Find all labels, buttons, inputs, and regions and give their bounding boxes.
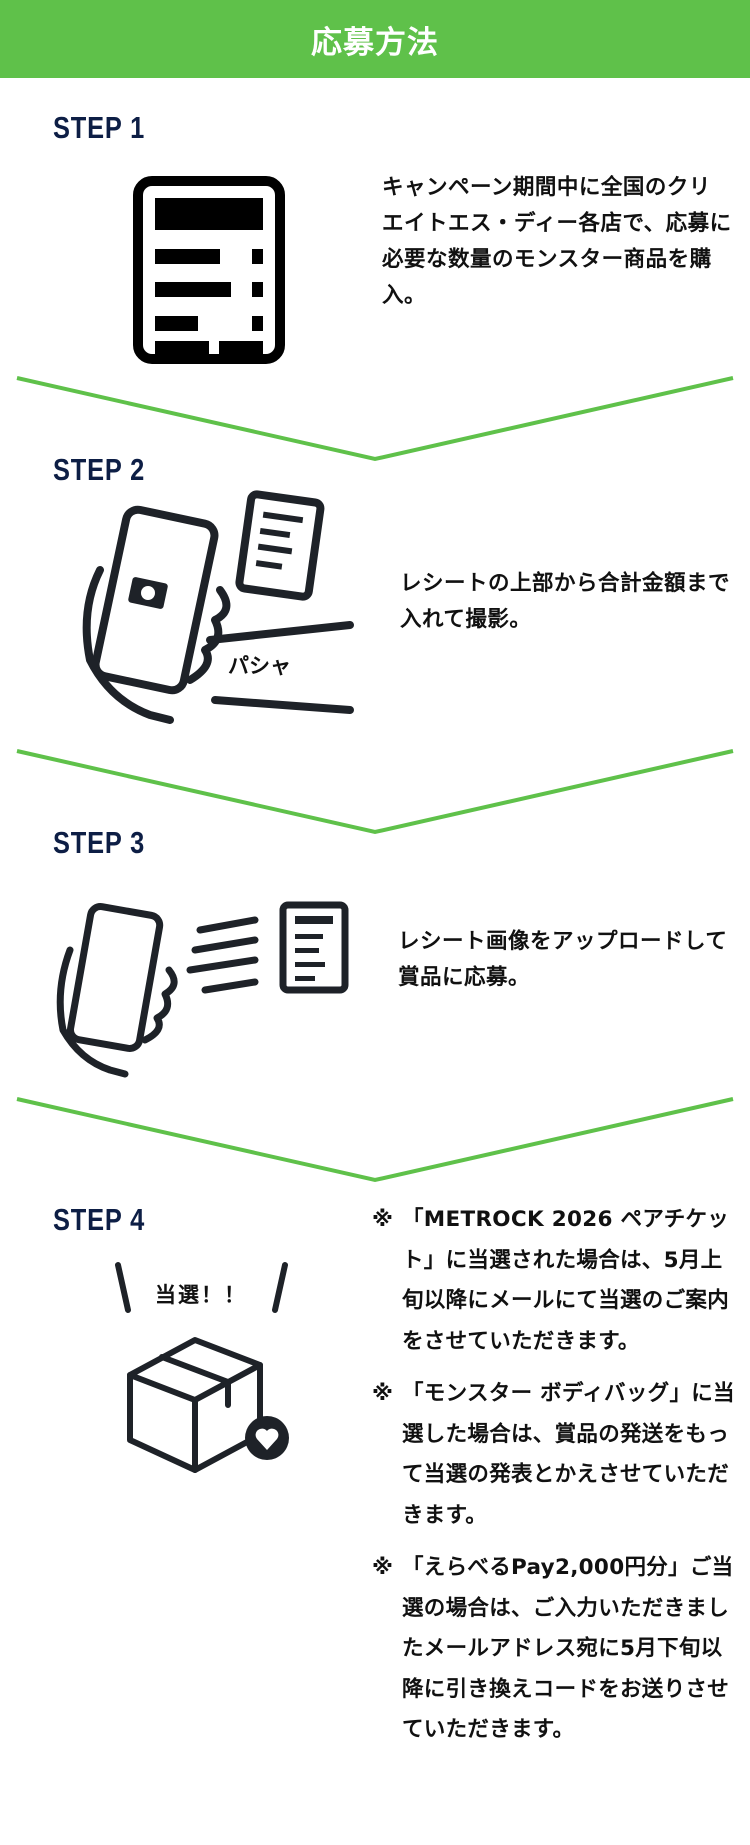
note-mark: ※	[372, 1207, 394, 1232]
note-mark: ※	[372, 1555, 394, 1580]
section-header: 応募方法	[0, 0, 750, 78]
step-divider-chevron	[16, 376, 734, 462]
section-title: 応募方法	[311, 24, 439, 61]
note-item: ※ 「モンスター ボディバッグ」に当選した場合は、賞品の発送をもって当選の発表と…	[372, 1374, 744, 1536]
note-text: 「METROCK 2026 ペアチケット」に当選された場合は、5月上旬以降にメー…	[402, 1207, 730, 1354]
step-divider-chevron	[16, 1097, 734, 1183]
receipt-icon	[133, 176, 285, 364]
step-1-text: キャンペーン期間中に全国のクリエイトエス・ディー各店で、応募に必要な数量のモンス…	[382, 175, 732, 308]
note-item: ※ 「METROCK 2026 ペアチケット」に当選された場合は、5月上旬以降に…	[372, 1200, 744, 1362]
note-text: 「えらべるPay2,000円分」ご当選の場合は、ご入力いただきましたメールアドレ…	[402, 1555, 734, 1742]
note-text: 「モンスター ボディバッグ」に当選した場合は、賞品の発送をもって当選の発表とかえ…	[402, 1381, 735, 1528]
step-1-label: STEP 1	[53, 110, 146, 145]
camera-sound-text: パシャ	[228, 654, 291, 678]
gift-box-heart-icon	[115, 1262, 289, 1473]
step-3-text: レシート画像をアップロードして賞品に応募。	[398, 929, 728, 990]
step-4-label: STEP 4	[53, 1202, 146, 1237]
note-mark: ※	[372, 1381, 394, 1406]
step-3-label: STEP 3	[53, 825, 146, 860]
phone-camera-receipt-icon	[82, 490, 354, 724]
step-divider-chevron	[16, 749, 734, 835]
note-item: ※ 「えらべるPay2,000円分」ご当選の場合は、ご入力いただきましたメールア…	[372, 1548, 744, 1751]
winner-badge-text: 当選！！	[155, 1283, 247, 1307]
step-4-notes: ※ 「METROCK 2026 ペアチケット」に当選された場合は、5月上旬以降に…	[372, 1200, 744, 1763]
phone-upload-receipt-icon	[56, 901, 349, 1078]
step-2-label: STEP 2	[53, 452, 146, 487]
step-2-text: レシートの上部から合計金額まで入れて撮影。	[400, 571, 731, 632]
